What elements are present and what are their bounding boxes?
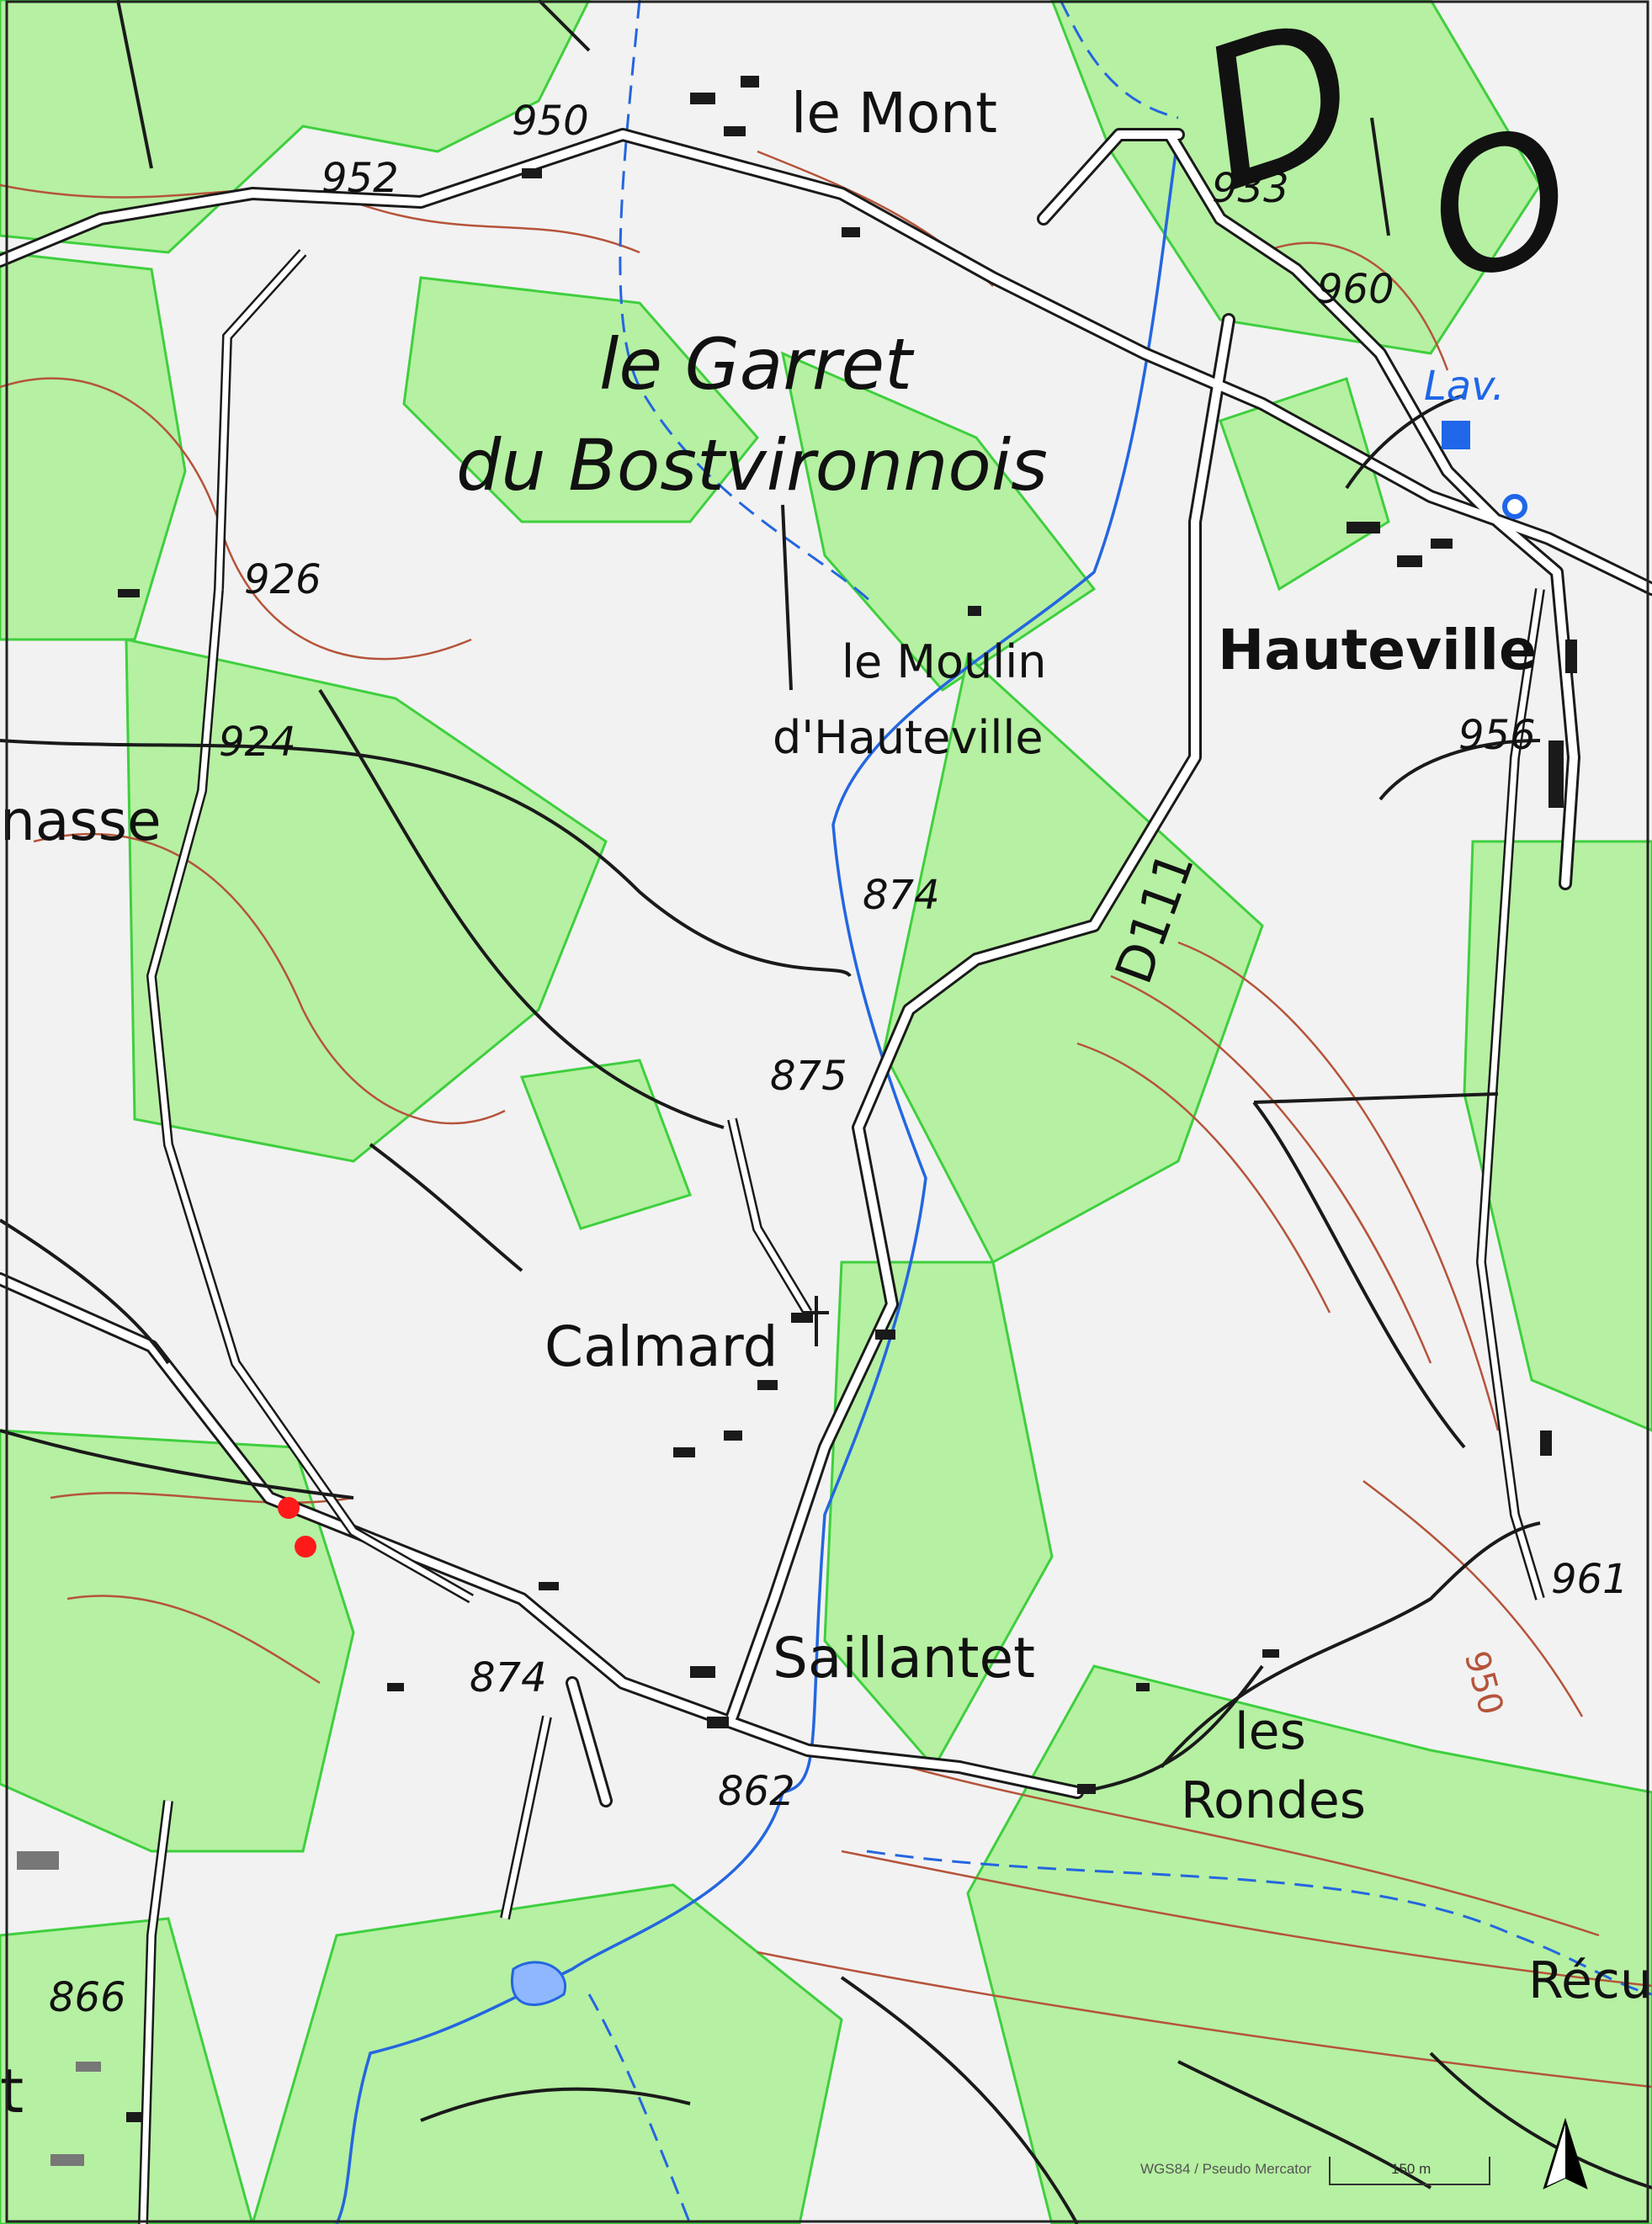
contour-lines <box>0 150 1652 2089</box>
spot-height-956: 956 <box>1458 712 1536 759</box>
place-edge-t: t <box>0 2056 24 2126</box>
place-du-bostvironnois: du Bostvironnois <box>456 424 1048 507</box>
place-les: les <box>1235 1702 1306 1761</box>
dashed-streams <box>587 0 1652 2224</box>
red-dot-marker-icon <box>278 1497 300 1519</box>
spot-height-961: 961 <box>1551 1556 1628 1603</box>
place-hauteville: Hauteville <box>1218 618 1537 682</box>
place-recuy: Récuy <box>1528 1951 1652 2010</box>
place-nasse: nasse <box>0 788 162 853</box>
spot-height-874-south: 874 <box>470 1654 547 1701</box>
spring-circle-icon <box>1502 494 1527 519</box>
spot-height-952: 952 <box>321 155 399 202</box>
spot-height-862: 862 <box>718 1768 795 1815</box>
projection-label: WGS84 / Pseudo Mercator <box>1140 2161 1311 2177</box>
spot-height-933: 933 <box>1212 165 1289 212</box>
spot-height-924: 924 <box>219 719 296 766</box>
scale-bar: 150 m <box>1329 2157 1490 2185</box>
place-le-moulin: le Moulin <box>842 635 1046 688</box>
place-lav: Lav. <box>1424 363 1505 410</box>
spot-height-960: 960 <box>1317 266 1394 313</box>
lavoir-square-icon <box>1442 421 1470 449</box>
place-le-garret: le Garret <box>599 323 915 406</box>
place-d-hauteville: d'Hauteville <box>773 711 1044 764</box>
spot-height-866: 866 <box>49 1974 126 2021</box>
place-le-mont: le Mont <box>791 81 997 146</box>
streams <box>335 134 1180 2224</box>
place-rondes: Rondes <box>1181 1771 1366 1830</box>
spot-height-950: 950 <box>512 98 589 145</box>
spot-height-874-north: 874 <box>863 872 940 919</box>
red-dot-marker-icon <box>295 1536 316 1558</box>
place-saillantet: Saillantet <box>773 1626 1035 1691</box>
place-calmard: Calmard <box>544 1314 778 1379</box>
spot-height-875: 875 <box>770 1053 847 1100</box>
map-frame <box>5 0 1649 2223</box>
spot-height-926: 926 <box>244 556 321 603</box>
pond-icon <box>511 1961 567 2006</box>
buildings <box>17 76 1577 2166</box>
scale-bar-label: 150 m <box>1391 2161 1431 2177</box>
spot-heights: 950 952 933 960 926 924 956 874 875 961 … <box>49 98 1628 2021</box>
main-roads <box>0 128 1652 1807</box>
cross-icon <box>804 1296 829 1346</box>
